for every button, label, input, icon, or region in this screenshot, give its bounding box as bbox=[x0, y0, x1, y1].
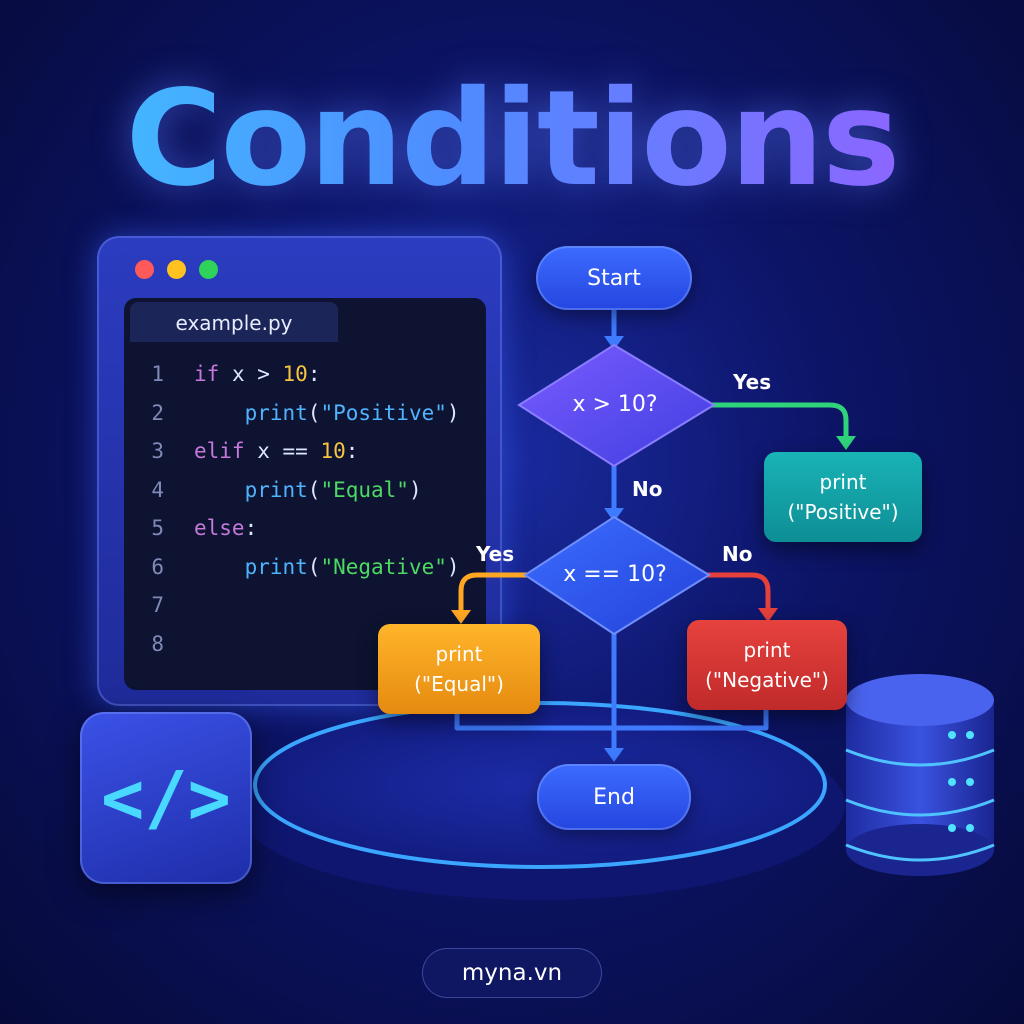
line-number: 4 bbox=[151, 477, 164, 502]
start-node: Start bbox=[536, 246, 692, 310]
equal-to-end-line bbox=[454, 709, 615, 731]
site-url[interactable]: myna.vn bbox=[422, 948, 602, 998]
line-number: 8 bbox=[151, 631, 164, 656]
code-token: if bbox=[194, 362, 220, 386]
line-source: print("Equal") bbox=[194, 478, 422, 502]
cond1-no-label: No bbox=[632, 477, 663, 501]
file-tab[interactable]: example.py bbox=[130, 302, 338, 342]
code-token: print bbox=[244, 554, 308, 579]
node-text-line2: ("Equal") bbox=[414, 672, 504, 696]
code-token: x == bbox=[244, 439, 321, 463]
line-number: 2 bbox=[151, 400, 164, 425]
code-brackets-icon: </> bbox=[80, 712, 252, 884]
code-token: 10 bbox=[320, 439, 346, 463]
arrowhead bbox=[604, 508, 624, 522]
line-source: if x > 10: bbox=[194, 362, 320, 386]
code-token: elif bbox=[194, 439, 245, 463]
code-token: else bbox=[194, 516, 245, 540]
page-title: Conditions bbox=[0, 62, 1024, 216]
condition-1-diamond bbox=[517, 343, 716, 468]
line-number: 6 bbox=[151, 554, 164, 579]
line-number: 7 bbox=[151, 593, 164, 617]
database-icon bbox=[845, 674, 995, 876]
negative-to-end-line bbox=[613, 705, 769, 731]
code-token: : bbox=[244, 516, 258, 540]
node-text-line1: print bbox=[743, 638, 791, 662]
code-token: ( bbox=[307, 477, 321, 502]
code-token: ( bbox=[307, 400, 321, 425]
print-positive-node: print ("Positive") bbox=[764, 452, 922, 542]
cond2-yes-arrow bbox=[458, 572, 530, 615]
minimize-window-dot[interactable] bbox=[167, 260, 186, 279]
code-token: : bbox=[307, 362, 321, 386]
arrowhead bbox=[604, 336, 624, 350]
code-token: print bbox=[244, 400, 308, 425]
cond2-yes-label: Yes bbox=[476, 542, 515, 566]
code-token: 10 bbox=[282, 362, 308, 386]
line-source: else: bbox=[194, 516, 257, 540]
arrowhead bbox=[451, 610, 471, 624]
line-source: elif x == 10: bbox=[194, 439, 358, 463]
code-token: ( bbox=[307, 554, 321, 579]
close-window-dot[interactable] bbox=[135, 260, 154, 279]
node-text-line2: ("Negative") bbox=[705, 668, 829, 692]
cond2-no-arrow bbox=[704, 572, 771, 613]
code-token: print bbox=[244, 477, 308, 502]
line-source: print("Negative") bbox=[194, 555, 460, 579]
end-node: End bbox=[537, 764, 691, 830]
code-token: "Negative" bbox=[320, 554, 447, 579]
node-text-line1: print bbox=[435, 642, 483, 666]
arrowhead bbox=[758, 608, 778, 622]
node-text-line1: print bbox=[819, 470, 867, 494]
condition-1-label: x > 10? bbox=[572, 392, 658, 417]
arrowhead bbox=[836, 436, 856, 450]
code-token: : bbox=[345, 439, 359, 463]
maximize-window-dot[interactable] bbox=[199, 260, 218, 279]
node-text-line2: ("Positive") bbox=[787, 500, 899, 524]
line-number: 3 bbox=[151, 439, 164, 463]
line-number: 1 bbox=[151, 362, 164, 386]
print-equal-node: print ("Equal") bbox=[378, 624, 540, 714]
code-token: x > bbox=[219, 362, 283, 386]
arrowhead bbox=[604, 748, 624, 762]
cond1-yes-arrow bbox=[709, 402, 849, 441]
code-token: "Positive" bbox=[320, 400, 447, 425]
code-token: ) bbox=[446, 554, 460, 579]
print-negative-node: print ("Negative") bbox=[687, 620, 847, 710]
line-source: print("Positive") bbox=[194, 401, 460, 425]
cond2-no-label: No bbox=[722, 542, 753, 566]
code-token: "Equal" bbox=[320, 477, 409, 502]
code-token: ) bbox=[446, 400, 460, 425]
condition-2-diamond bbox=[523, 515, 711, 636]
cond1-yes-label: Yes bbox=[733, 370, 772, 394]
code-token: ) bbox=[408, 477, 422, 502]
line-number: 5 bbox=[151, 516, 164, 540]
condition-2-label: x == 10? bbox=[563, 562, 667, 587]
